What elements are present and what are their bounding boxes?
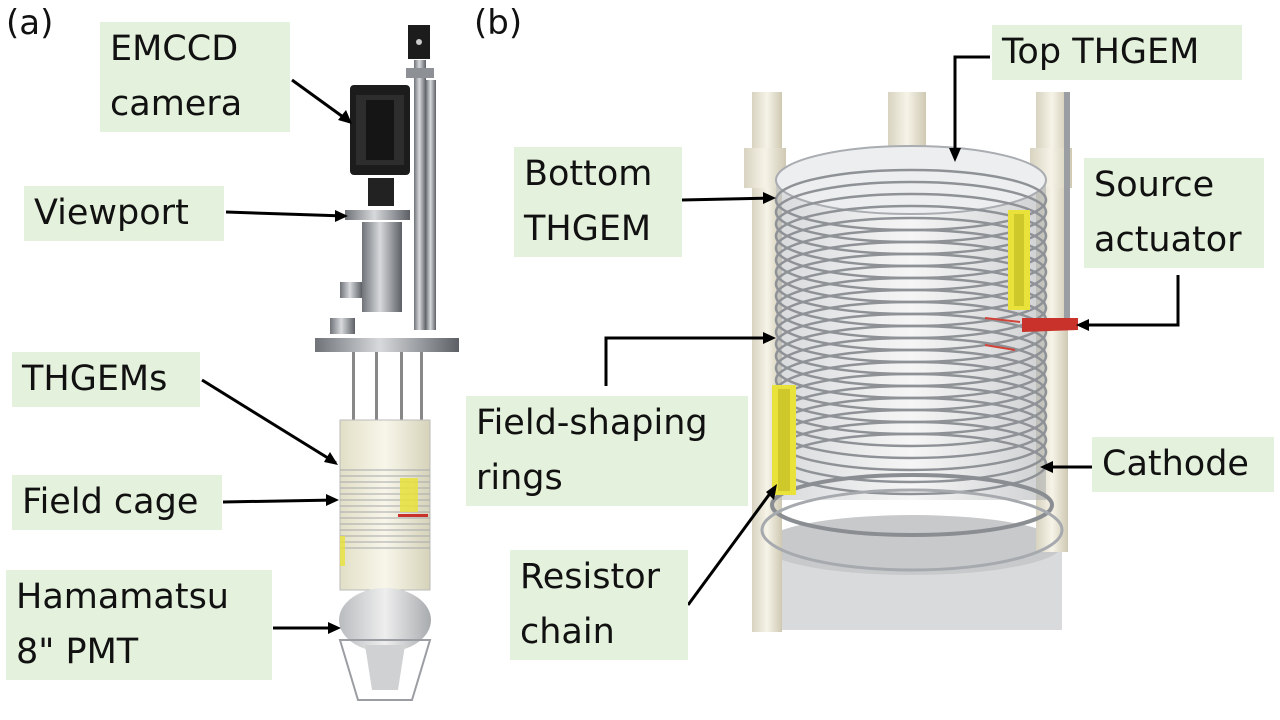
label-emccd-camera: EMCCD camera [100, 22, 290, 132]
label-field-cage: Field cage [12, 475, 222, 530]
label-cathode: Cathode [1092, 437, 1274, 492]
arrow-heads [324, 110, 1089, 634]
leader-lines [201, 55, 1180, 630]
label-source-actuator: Source actuator [1084, 158, 1264, 268]
panel-label-a: (a) [6, 3, 54, 43]
apparatus-overview [315, 25, 459, 701]
label-thgems: THGEMs [12, 352, 200, 407]
tpc-closeup [744, 92, 1078, 632]
label-hamamatsu-pmt: Hamamatsu 8" PMT [6, 570, 272, 680]
label-field-shaping-rings: Field-shaping rings [466, 396, 748, 506]
panel-label-b: (b) [474, 3, 523, 43]
label-viewport: Viewport [24, 186, 224, 241]
label-bottom-thgem: Bottom THGEM [514, 147, 682, 257]
label-top-thgem: Top THGEM [992, 25, 1242, 80]
label-resistor-chain: Resistor chain [510, 550, 688, 660]
